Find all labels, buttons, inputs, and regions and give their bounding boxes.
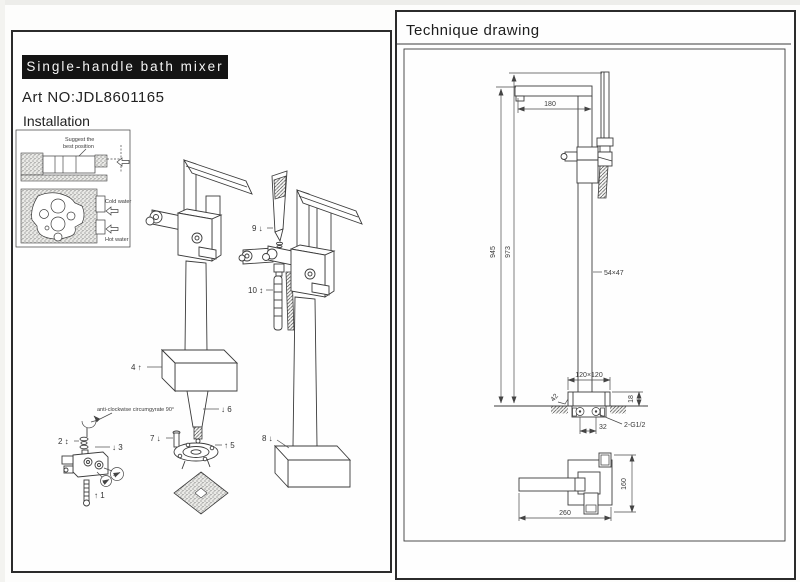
part-9-callout: 9 ↓ <box>252 224 263 233</box>
dim-base-corner: 42 <box>550 393 560 404</box>
dim-column-section: 54×47 <box>604 270 624 277</box>
front-elevation: 945 973 180 54×47 120×120 42 18 2-G1/2 3… <box>490 71 648 434</box>
scan-edge <box>0 0 5 582</box>
part-10-callout: 10 ↕ <box>248 286 263 295</box>
part-1-callout: ↑ 1 <box>94 491 105 500</box>
position-inset-box: Suggest the best position Cold wat <box>15 129 131 248</box>
plan-view: 260 160 <box>518 452 636 521</box>
technique-heading: Technique drawing <box>406 22 540 39</box>
dim-plan-length: 260 <box>559 510 571 517</box>
dim-spout-reach: 180 <box>544 101 556 108</box>
part-7-callout: 7 ↓ <box>150 434 161 443</box>
cold-water-label: Cold water <box>105 199 131 205</box>
dim-base-thickness: 18 <box>628 395 635 403</box>
rotation-note: anti-clockwise circumgyrate 90° <box>97 407 174 413</box>
part-4-callout: 4 ↑ <box>131 363 142 372</box>
suggest-note-line2: best position <box>63 144 94 150</box>
hot-water-label: Hot water <box>105 237 129 243</box>
dim-spout-height: 945 <box>490 246 497 258</box>
part-3-callout: ↓ 3 <box>112 443 123 452</box>
dim-overall-height: 973 <box>505 246 512 258</box>
suggest-note-line1: Suggest the <box>65 137 94 143</box>
product-title-bar: Single-handle bath mixer <box>22 55 228 79</box>
exploded-faucet-view: anti-clockwise circumgyrate 90° <box>58 159 253 515</box>
dim-inlet-spacing: 32 <box>599 424 607 431</box>
art-number: Art NO:JDL8601165 <box>22 89 165 106</box>
assembled-faucet-view: 9 ↓ 10 ↕ 8 ↓ <box>238 170 363 489</box>
technique-frame <box>397 43 791 542</box>
dim-inlet-thread: 2-G1/2 <box>624 422 646 429</box>
part-2-callout: 2 ↕ <box>58 437 69 446</box>
scan-edge <box>0 0 800 5</box>
dim-base-plate: 120×120 <box>575 372 603 379</box>
part-6-callout: ↓ 6 <box>221 405 232 414</box>
dim-plan-width: 160 <box>621 478 628 490</box>
part-8-callout: 8 ↓ <box>262 434 273 443</box>
installation-heading: Installation <box>23 113 90 129</box>
part-5-callout: ↑ 5 <box>224 441 235 450</box>
